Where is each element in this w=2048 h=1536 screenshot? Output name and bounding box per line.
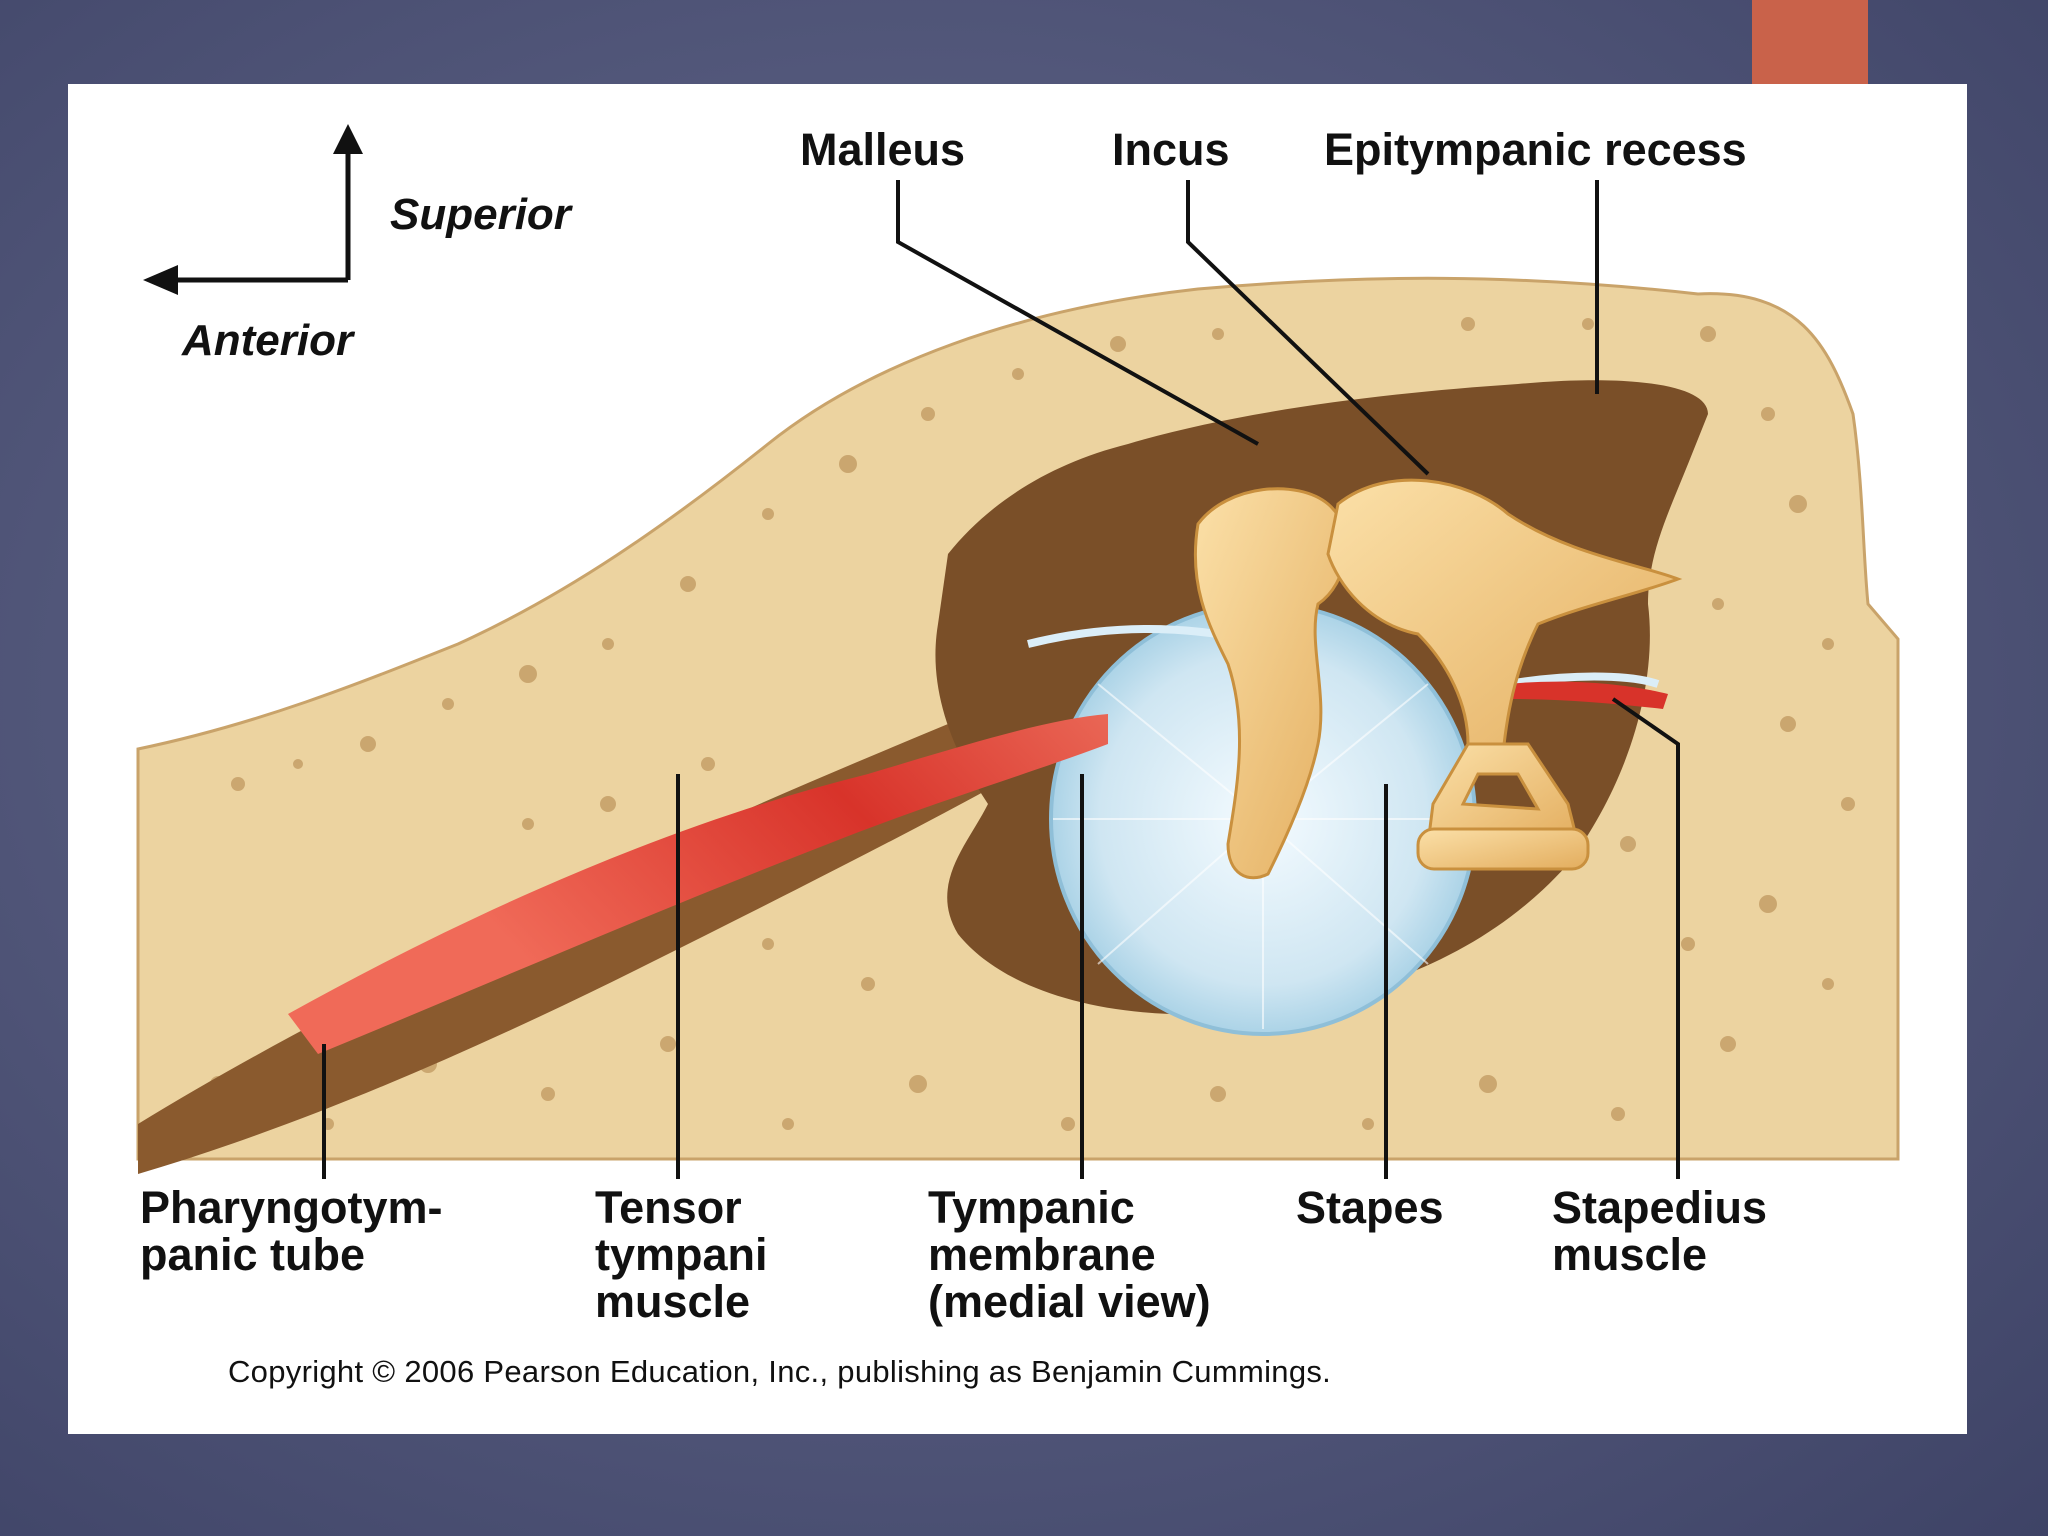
stapedius-muscle (1508, 681, 1668, 709)
figure-panel: Superior Anterior Malleus Incus Epitympa… (68, 84, 1967, 1434)
leader-lines (322, 180, 1680, 1179)
copyright-notice: Copyright © 2006 Pearson Education, Inc.… (228, 1354, 1332, 1389)
tensor-tympani-muscle (288, 714, 1108, 1054)
label-stapedius-muscle: Stapedius muscle (1552, 1182, 1768, 1280)
stapes-footplate (1416, 827, 1590, 871)
label-incus: Incus (1112, 124, 1230, 175)
orientation-superior-label: Superior (390, 190, 571, 239)
malleus (1193, 487, 1348, 880)
label-tympanic-membrane: Tympanic membrane (medial view) (928, 1182, 1211, 1327)
slide-accent-bar (1752, 0, 1868, 84)
orientation-anterior-label: Anterior (182, 316, 354, 365)
label-pharyngotympanic-tube: Pharyngotym- panic tube (140, 1182, 443, 1280)
middle-ear-illustration (136, 124, 1900, 1179)
label-epitympanic-recess: Epitympanic recess (1324, 124, 1747, 175)
incus (1326, 478, 1683, 767)
label-tensor-tympani-muscle: Tensor tympani muscle (595, 1182, 768, 1327)
label-stapes: Stapes (1296, 1182, 1444, 1233)
stapedius-tendon (1507, 672, 1660, 688)
label-malleus: Malleus (800, 124, 966, 175)
orientation-arrows (143, 124, 363, 295)
